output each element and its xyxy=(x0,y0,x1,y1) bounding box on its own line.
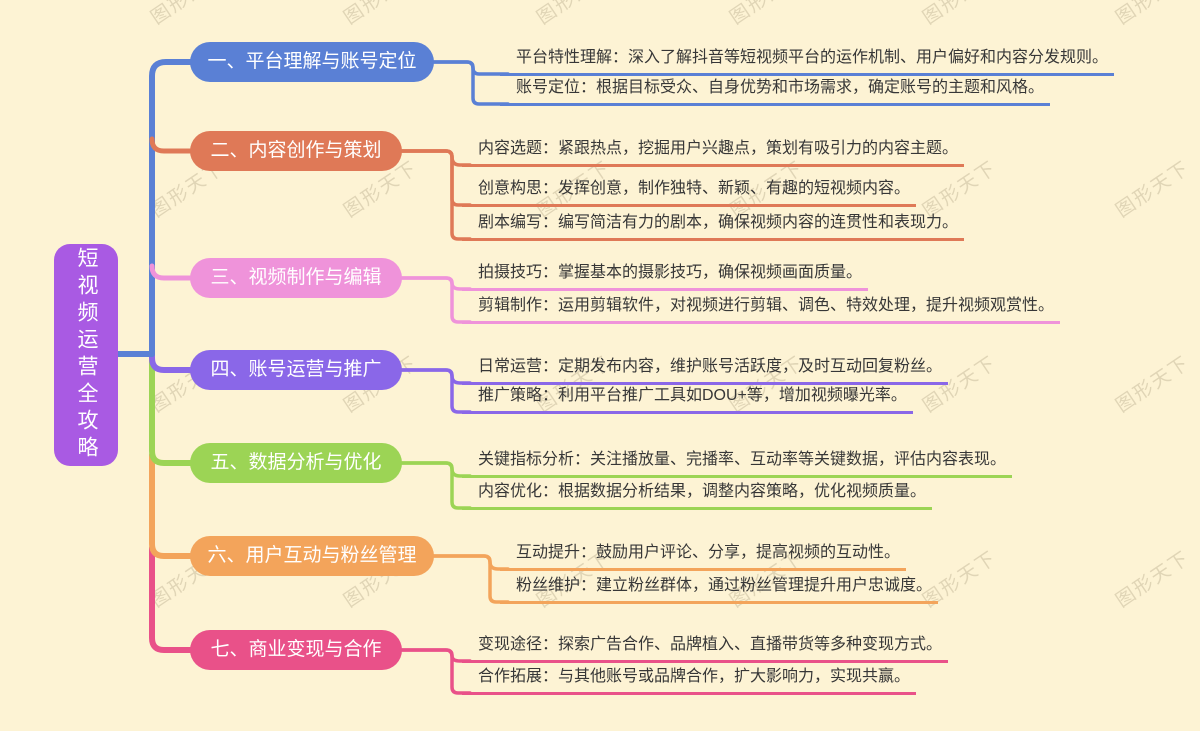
branch-topic-5[interactable]: 五、数据分析与优化 xyxy=(190,443,402,483)
branch6-child1-connector xyxy=(432,554,510,571)
trunk-branch-4 xyxy=(149,349,194,373)
subtopic-4-2[interactable]: 推广策略：利用平台推广工具如DOU+等，增加视频曝光率。 xyxy=(462,385,913,414)
subtopic-1-1[interactable]: 平台特性理解：深入了解抖音等短视频平台的运作机制、用户偏好和内容分发规则。 xyxy=(500,47,1115,76)
branch-topic-6[interactable]: 六、用户互动与粉丝管理 xyxy=(190,536,434,576)
subtopic-7-2[interactable]: 合作拓展：与其他账号或品牌合作，扩大影响力，实现共赢。 xyxy=(462,666,917,695)
branch-topic-1[interactable]: 一、平台理解与账号定位 xyxy=(190,42,434,82)
subtopic-3-1[interactable]: 拍摄技巧：掌握基本的摄影技巧，确保视频画面质量。 xyxy=(462,262,869,291)
root-topic[interactable]: 短视频运营全攻略 xyxy=(54,244,118,466)
branch2-child3-connector xyxy=(400,149,472,241)
subtopic-4-1[interactable]: 日常运营：定期发布内容，维护账号活跃度，及时互动回复粉丝。 xyxy=(462,356,949,385)
branch6-child2-connector xyxy=(432,554,510,604)
subtopic-5-1[interactable]: 关键指标分析：关注播放量、完播率、互动率等关键数据，评估内容表现。 xyxy=(462,449,1013,478)
subtopic-6-2[interactable]: 粉丝维护：建立粉丝群体，通过粉丝管理提升用户忠诚度。 xyxy=(500,575,939,604)
subtopic-2-1[interactable]: 内容选题：紧跟热点，挖掘用户兴趣点，策划有吸引力的内容主题。 xyxy=(462,138,965,167)
trunk-branch-1 xyxy=(149,59,194,357)
branch5-child1-connector xyxy=(400,461,472,478)
branch1-child2-connector xyxy=(432,60,510,106)
trunk-branch-5 xyxy=(149,357,194,466)
subtopic-7-1[interactable]: 变现途径：探索广告合作、品牌植入、直播带货等多种变现方式。 xyxy=(462,634,949,663)
trunk-branch-2 xyxy=(149,136,194,154)
subtopic-3-2[interactable]: 剪辑制作：运用剪辑软件，对视频进行剪辑、调色、特效处理，提升视频观赏性。 xyxy=(462,295,1061,324)
trunk-branch-7 xyxy=(149,545,194,653)
subtopic-2-2[interactable]: 创意构思：发挥创意，制作独特、新颖、有趣的短视频内容。 xyxy=(462,178,917,207)
trunk-branch-3 xyxy=(149,263,194,281)
branch4-child1-connector xyxy=(400,368,472,385)
branch-topic-2[interactable]: 二、内容创作与策划 xyxy=(190,131,402,171)
branch-topic-3[interactable]: 三、视频制作与编辑 xyxy=(190,258,402,298)
branch-topic-4[interactable]: 四、账号运营与推广 xyxy=(190,350,402,390)
subtopic-6-1[interactable]: 互动提升：鼓励用户评论、分享，提高视频的互动性。 xyxy=(500,542,907,571)
subtopic-5-2[interactable]: 内容优化：根据数据分析结果，调整内容策略，优化视频质量。 xyxy=(462,481,933,510)
trunk-branch-6 xyxy=(149,452,194,559)
branch7-child2-connector xyxy=(400,648,472,695)
subtopic-1-2[interactable]: 账号定位：根据目标受众、自身优势和市场需求，确定账号的主题和风格。 xyxy=(500,77,1051,106)
branch5-child2-connector xyxy=(400,461,472,510)
subtopic-2-3[interactable]: 剧本编写：编写简洁有力的剧本，确保视频内容的连贯性和表现力。 xyxy=(462,212,965,241)
branch4-child2-connector xyxy=(400,368,472,414)
branch3-child2-connector xyxy=(400,276,472,324)
branch2-child1-connector xyxy=(400,149,472,167)
branch-topic-7[interactable]: 七、商业变现与合作 xyxy=(190,630,402,670)
branch2-child2-connector xyxy=(400,149,472,207)
